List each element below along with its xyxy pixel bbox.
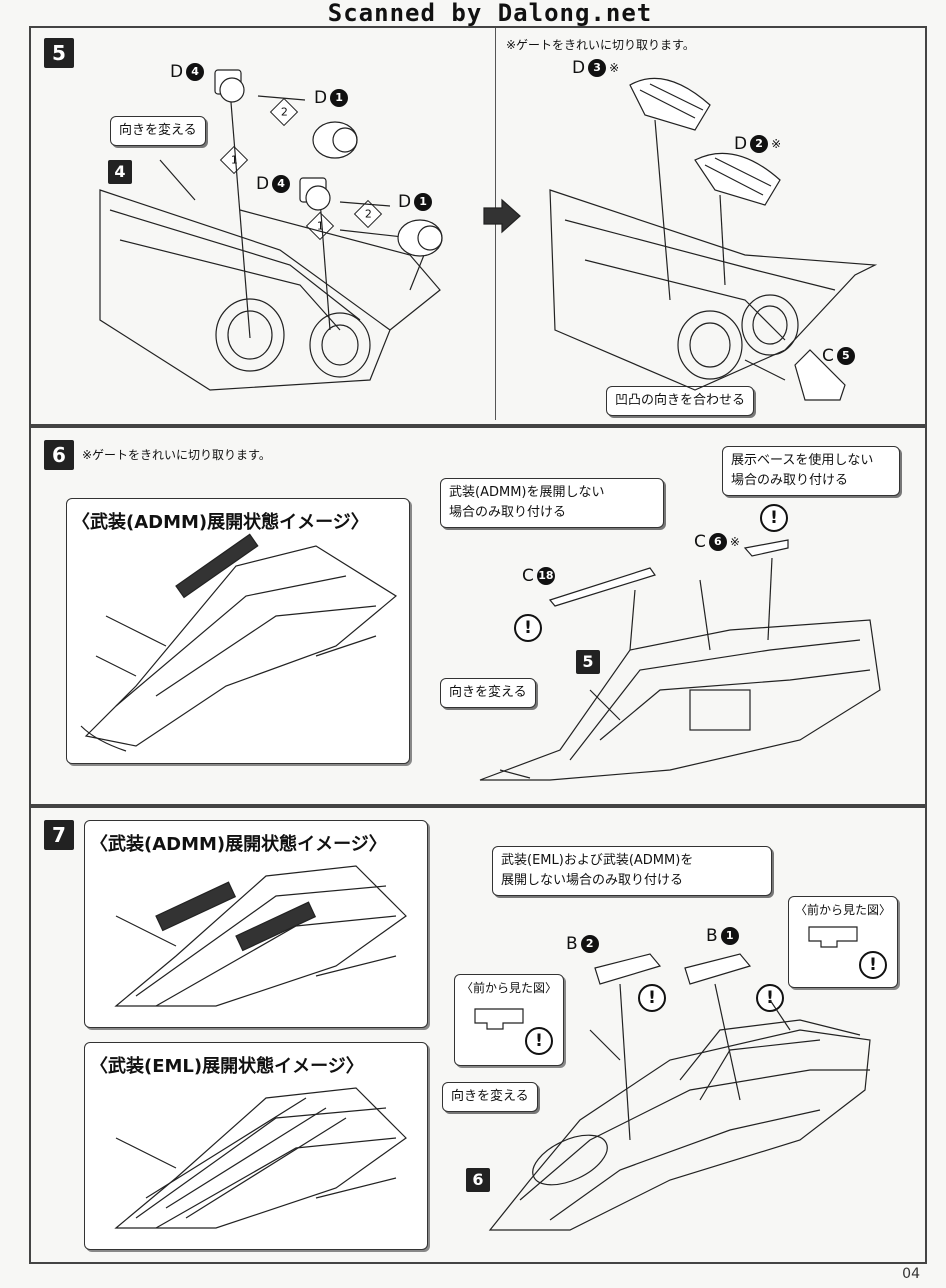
warning-icon: ! (638, 984, 666, 1012)
warning-icon: ! (514, 614, 542, 642)
step-7-front-view-right: 〈前から見た図〉 ! (788, 896, 898, 988)
step-5-turn-callout: 向きを変える (110, 116, 206, 146)
step-7-admm-illustration (114, 865, 407, 1007)
step-5-sub-number: 4 (108, 160, 132, 184)
step-6-right-illustration (479, 539, 881, 781)
step-7-both-callout: 武装(EML)および武装(ADMM)を 展開しない場合のみ取り付ける (492, 846, 772, 896)
part-number: 2 (750, 135, 769, 153)
warning-icon: ! (859, 951, 887, 979)
warning-icon: ! (760, 504, 788, 532)
part-number: 4 (272, 175, 291, 193)
step-5-left-illustration (99, 69, 443, 391)
step-6-turn-callout: 向きを変える (440, 678, 536, 708)
step-6-sub-number: 5 (576, 650, 600, 674)
front-view-label: 〈前から見た図〉 (461, 981, 558, 995)
step-5-arrow (483, 198, 521, 234)
gate-mark: ※ (609, 61, 620, 75)
step-7-admm-image-title: 〈武装(ADMM)展開状態イメージ〉 (90, 834, 387, 855)
step-6-admm-illustration (80, 533, 398, 752)
page-number: 04 (902, 1266, 920, 1282)
step-5-panel (29, 26, 927, 426)
part-letter: D (572, 58, 586, 78)
part-letter: D (170, 62, 184, 82)
step-6-admm-callout: 武装(ADMM)を展開しない 場合のみ取り付ける (440, 478, 664, 528)
part-letter: D (256, 174, 270, 194)
step-7-panel (29, 806, 927, 1264)
step-5-number: 5 (44, 38, 74, 68)
part-number: 1 (414, 193, 433, 211)
step-6-gate-note: ※ゲートをきれいに切り取ります。 (82, 448, 271, 462)
step-7-eml-image-title: 〈武装(EML)展開状態イメージ〉 (90, 1056, 364, 1077)
step-7-front-view-left: 〈前から見た図〉 ! (454, 974, 564, 1066)
front-view-part (474, 1008, 524, 1030)
step-7-admm-image-box (84, 820, 428, 1028)
step-6-number: 6 (44, 440, 74, 470)
step-5-align-callout: 凹凸の向きを合わせる (606, 386, 755, 416)
step-6-panel (29, 426, 927, 806)
part-letter: C (694, 532, 706, 552)
gate-mark: ※ (771, 137, 782, 151)
step-7-right-illustration (488, 953, 871, 1231)
part-letter: D (314, 88, 328, 108)
part-number: 18 (536, 567, 555, 585)
part-letter: C (822, 346, 834, 366)
part-number: 1 (720, 927, 739, 945)
step-7-eml-image-box (84, 1042, 428, 1250)
part-number: 2 (580, 935, 599, 953)
step-5-gate-note: ※ゲートをきれいに切り取ります。 (506, 38, 695, 52)
part-number: 4 (186, 63, 205, 81)
step-6-admm-image-title: 〈武装(ADMM)展開状態イメージ〉 (72, 512, 369, 533)
front-view-label: 〈前から見た図〉 (795, 903, 892, 917)
part-number: 1 (330, 89, 349, 107)
part-letter: C (522, 566, 534, 586)
warning-icon: ! (525, 1027, 553, 1055)
part-letter: D (398, 192, 412, 212)
step-7-number: 7 (44, 820, 74, 850)
part-number: 3 (588, 59, 607, 77)
part-letter: B (566, 934, 578, 954)
step-5-right-illustration (549, 77, 878, 401)
step-7-sub-number: 6 (466, 1168, 490, 1192)
part-number: 6 (708, 533, 727, 551)
step-6-base-callout: 展示ベースを使用しない 場合のみ取り付ける (722, 446, 900, 496)
part-letter: D (734, 134, 748, 154)
step-7-turn-callout: 向きを変える (442, 1082, 538, 1112)
scan-watermark: Scanned by Dalong.net (327, 0, 653, 27)
gate-mark: ※ (729, 535, 740, 549)
part-letter: B (706, 926, 718, 946)
front-view-part (808, 926, 858, 948)
warning-icon: ! (756, 984, 784, 1012)
step-7-eml-illustration (114, 1087, 407, 1229)
part-number: 5 (836, 347, 855, 365)
